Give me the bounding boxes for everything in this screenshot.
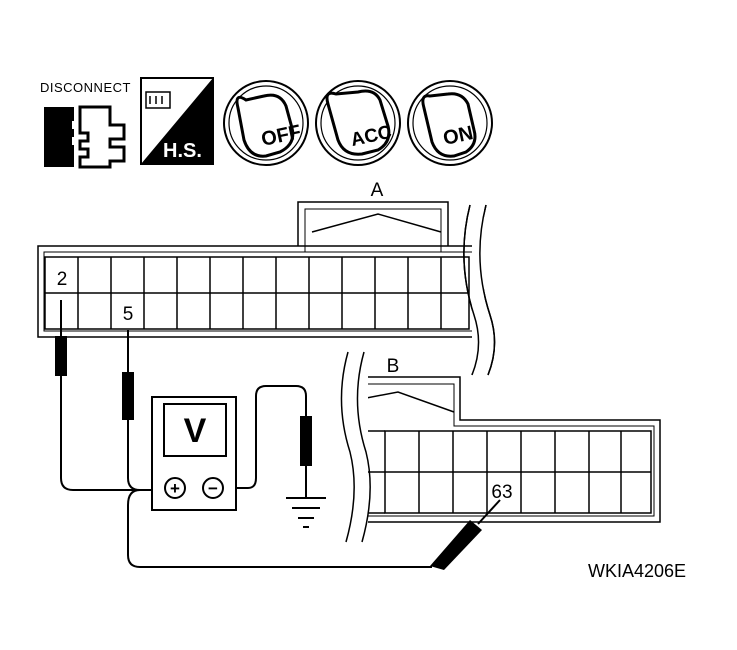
connector-b-label: B: [387, 356, 400, 377]
disconnect-label: DISCONNECT: [40, 80, 131, 95]
ground-symbol: [286, 497, 326, 528]
plus-terminal-label: +: [170, 479, 180, 498]
probe-pin-5: [122, 330, 141, 491]
pin-2-label: 2: [57, 269, 68, 290]
connector-b: B 63: [340, 351, 661, 543]
probe-pin-63: [127, 489, 501, 570]
connector-a: A 2 5: [37, 180, 496, 377]
hs-label: H.S.: [163, 140, 202, 162]
minus-terminal-icon: [202, 477, 224, 499]
pin-5-label: 5: [123, 304, 134, 325]
ignition-off-icon: OFF: [223, 80, 309, 166]
minus-terminal-label: −: [208, 479, 218, 498]
probe-pin-2: [55, 300, 158, 491]
connector-a-label: A: [371, 180, 384, 201]
voltmeter: V + −: [151, 396, 237, 511]
ignition-acc-icon: ACC: [315, 80, 401, 166]
plus-terminal-icon: [164, 477, 186, 499]
harness-side-icon: H.S.: [140, 77, 214, 165]
disconnect-icon: DISCONNECT: [40, 80, 131, 169]
figure-code: WKIA4206E: [588, 561, 686, 581]
pin-63-label: 63: [491, 482, 512, 503]
ground-probe: [236, 385, 326, 528]
voltmeter-display-label: V: [184, 412, 207, 450]
ignition-on-icon: ON: [407, 80, 493, 166]
